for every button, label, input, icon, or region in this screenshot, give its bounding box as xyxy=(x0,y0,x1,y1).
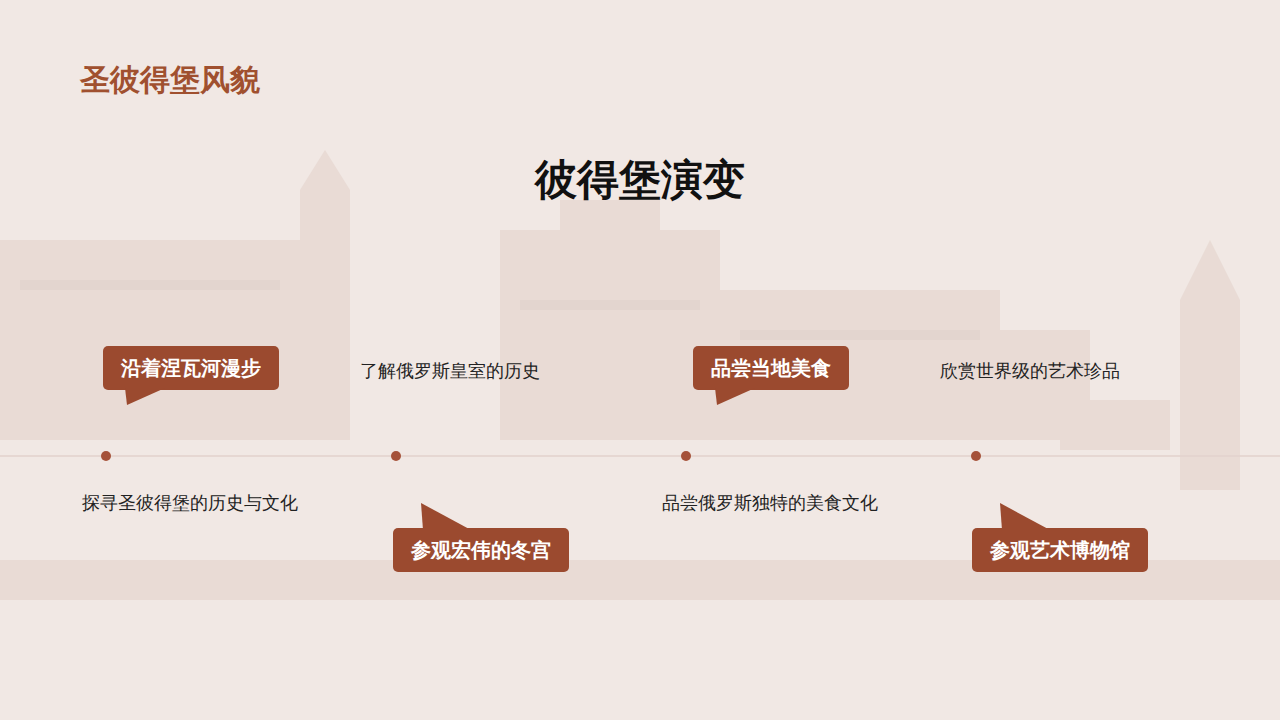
callout-box: 品尝当地美食 xyxy=(693,346,849,390)
callout-box: 沿着涅瓦河漫步 xyxy=(103,346,279,390)
timeline-line xyxy=(0,455,1280,457)
description-text: 欣赏世界级的艺术珍品 xyxy=(940,359,1120,383)
page-heading: 圣彼得堡风貌 xyxy=(80,60,260,101)
callout-text: 沿着涅瓦河漫步 xyxy=(121,355,261,382)
description-text: 了解俄罗斯皇室的历史 xyxy=(360,359,540,383)
callout-tail xyxy=(393,502,473,532)
callout-box: 参观宏伟的冬宫 xyxy=(393,528,569,572)
callout-text: 品尝当地美食 xyxy=(711,355,831,382)
callout-text: 参观艺术博物馆 xyxy=(990,537,1130,564)
callout-tail xyxy=(103,388,183,418)
callout-tail xyxy=(972,502,1052,532)
callout-text: 参观宏伟的冬宫 xyxy=(411,537,551,564)
callout-tail xyxy=(693,388,773,418)
slide-title: 彼得堡演变 xyxy=(0,152,1280,208)
timeline-dots xyxy=(101,451,981,461)
callout-box: 参观艺术博物馆 xyxy=(972,528,1148,572)
description-text: 品尝俄罗斯独特的美食文化 xyxy=(662,491,878,515)
description-text: 探寻圣彼得堡的历史与文化 xyxy=(82,491,298,515)
